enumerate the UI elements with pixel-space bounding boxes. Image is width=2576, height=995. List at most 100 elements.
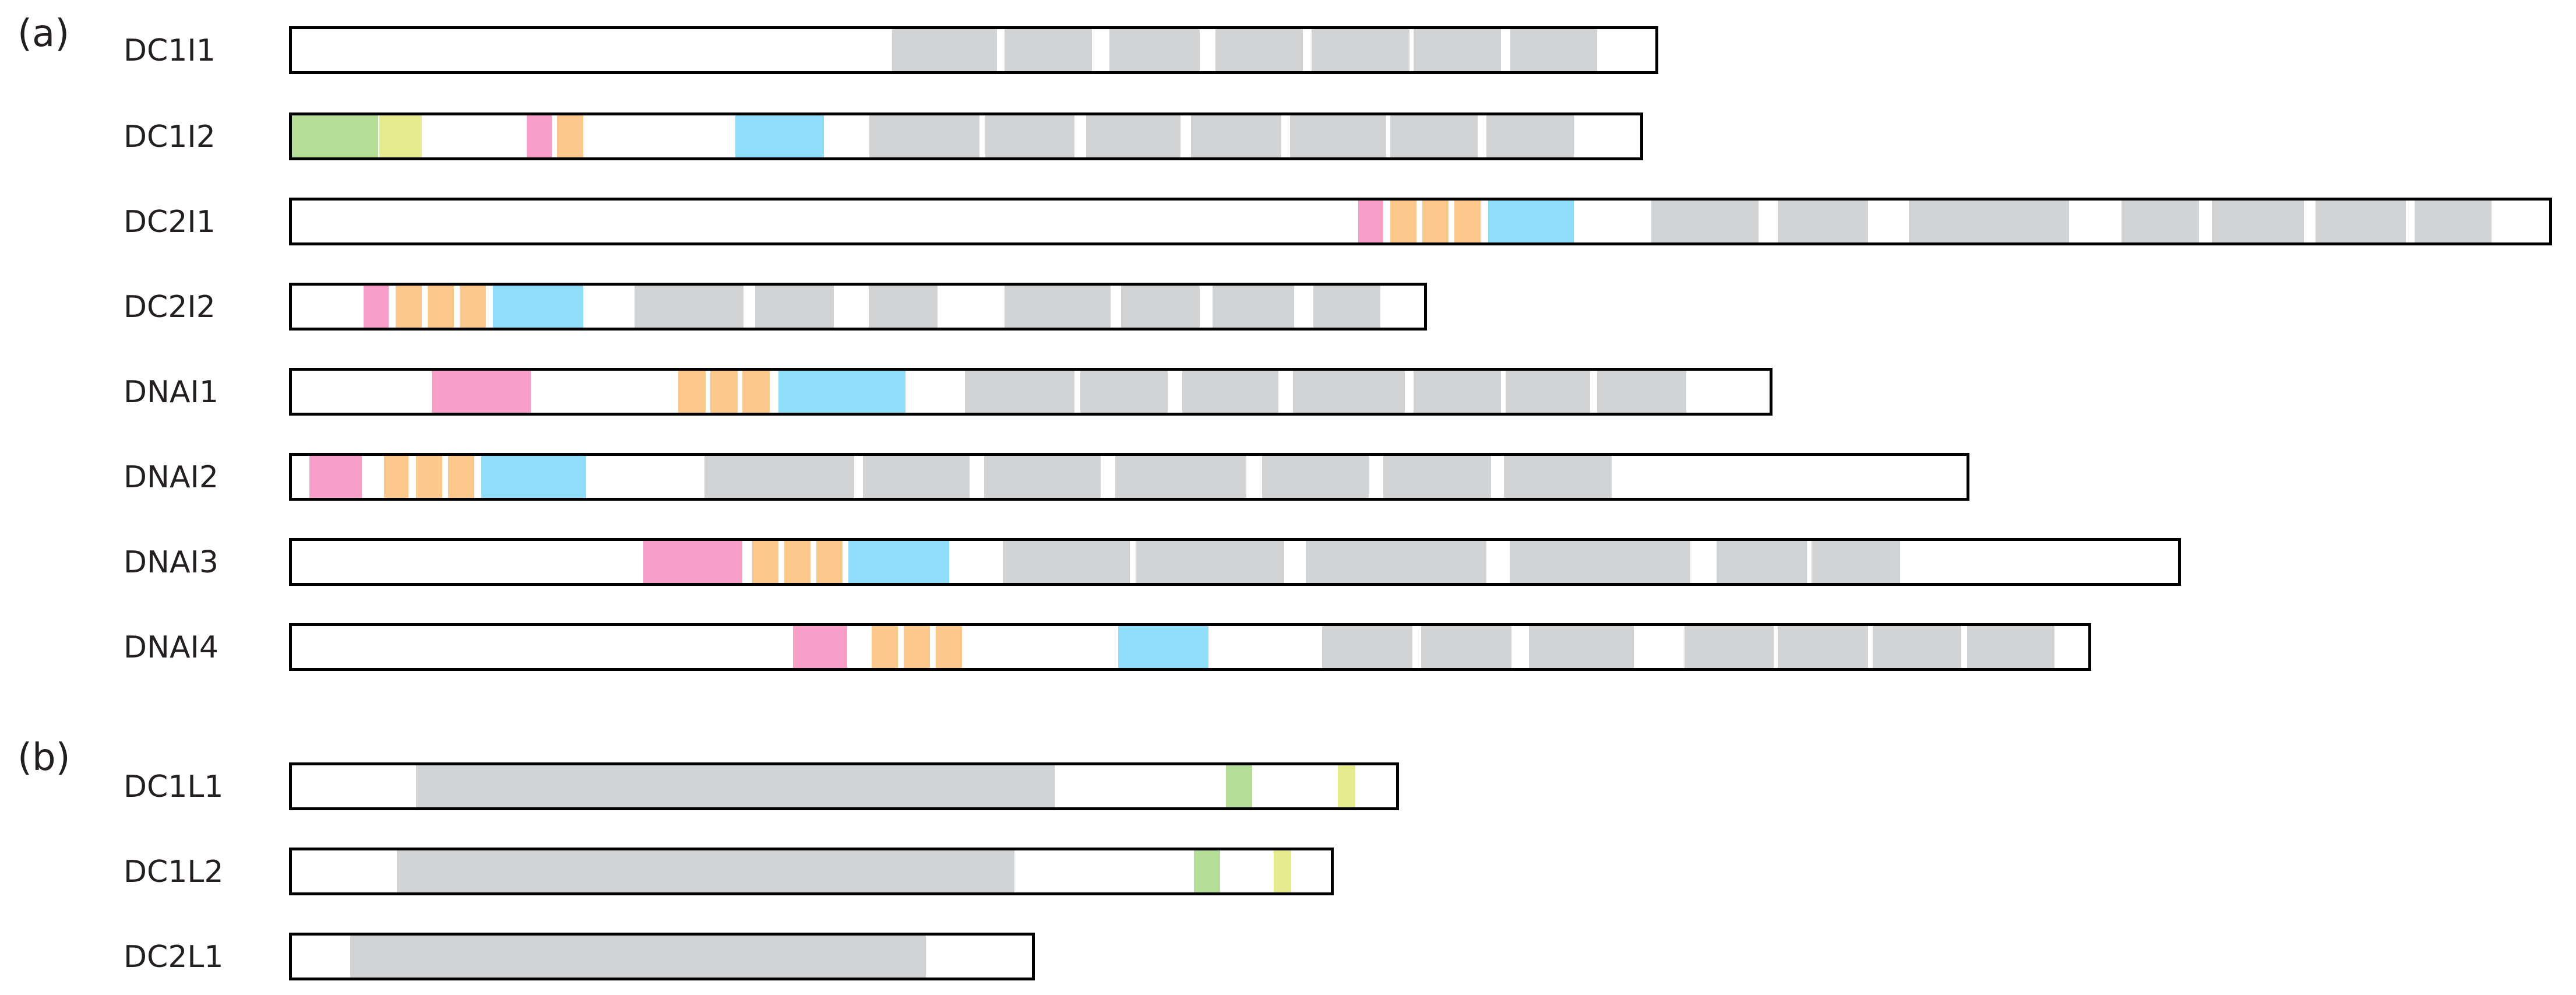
protein-label-dnai3: DNAI3 — [124, 545, 219, 580]
gray-block — [1136, 541, 1284, 583]
orange-block — [428, 286, 454, 328]
orange-block — [710, 371, 738, 413]
gray-block — [2122, 201, 2199, 242]
protein-label-dnai2: DNAI2 — [124, 460, 219, 495]
gray-block — [2212, 201, 2304, 242]
gray-block — [1967, 626, 2055, 668]
orange-block — [678, 371, 706, 413]
protein-track-dc1l1 — [289, 762, 1399, 810]
gray-block — [1909, 201, 2069, 242]
gray-block — [1080, 371, 1168, 413]
protein-label-dc1i2: DC1I2 — [124, 119, 216, 154]
gray-block — [1812, 541, 1900, 583]
pink-block — [1358, 201, 1383, 242]
cyan-block — [493, 286, 583, 328]
protein-track-dnai2 — [289, 453, 1969, 501]
gray-block — [1504, 456, 1612, 498]
protein-track-dnai4 — [289, 623, 2091, 671]
pink-block — [432, 371, 531, 413]
gray-block — [1717, 541, 1807, 583]
protein-label-dc1l1: DC1L1 — [124, 769, 224, 804]
gray-block — [965, 371, 1074, 413]
gray-block — [755, 286, 834, 328]
gray-block — [1510, 541, 1690, 583]
gray-block — [1510, 29, 1597, 71]
cyan-block — [1488, 201, 1574, 242]
gray-block — [1597, 371, 1686, 413]
protein-track-dnai3 — [289, 538, 2181, 586]
pink-block — [793, 626, 847, 668]
gray-block — [1290, 115, 1386, 157]
orange-block — [1454, 201, 1481, 242]
panel-label-b: (b) — [17, 736, 71, 779]
pink-block — [364, 286, 389, 328]
gray-block — [1486, 115, 1574, 157]
cyan-block — [1118, 626, 1208, 668]
orange-block — [1422, 201, 1449, 242]
gray-block — [1005, 286, 1111, 328]
protein-label-dc1l2: DC1L2 — [124, 855, 224, 889]
gray-block — [1086, 115, 1180, 157]
gray-block — [1506, 371, 1590, 413]
orange-block — [460, 286, 486, 328]
gray-block — [1313, 286, 1380, 328]
gray-block — [869, 286, 938, 328]
yellow-block — [1274, 850, 1291, 892]
gray-block — [1109, 29, 1200, 71]
gray-block — [1873, 626, 1961, 668]
gray-block — [984, 456, 1101, 498]
orange-block — [816, 541, 843, 583]
gray-block — [863, 456, 970, 498]
orange-block — [752, 541, 778, 583]
protein-label-dnai4: DNAI4 — [124, 630, 219, 665]
gray-block — [1005, 29, 1092, 71]
gray-block — [1651, 201, 1759, 242]
protein-label-dc2i1: DC2I1 — [124, 205, 216, 240]
orange-block — [904, 626, 930, 668]
yellow-block — [1338, 765, 1355, 807]
protein-track-dc1i1 — [289, 26, 1658, 74]
pink-block — [527, 115, 552, 157]
gray-block — [869, 115, 979, 157]
gray-block — [635, 286, 743, 328]
protein-label-dc1i1: DC1I1 — [124, 33, 216, 68]
orange-block — [936, 626, 962, 668]
gray-block — [1003, 541, 1130, 583]
gray-block — [1293, 371, 1405, 413]
protein-track-dnai1 — [289, 368, 1772, 416]
protein-track-dc2i1 — [289, 198, 2552, 245]
cyan-block — [735, 115, 824, 157]
gray-block — [397, 850, 1014, 892]
gray-block — [416, 765, 1055, 807]
gray-block — [1685, 626, 1774, 668]
protein-track-dc2l1 — [289, 933, 1035, 980]
gray-block — [704, 456, 854, 498]
pink-block — [309, 456, 362, 498]
orange-block — [1390, 201, 1416, 242]
orange-block — [872, 626, 898, 668]
orange-block — [384, 456, 408, 498]
orange-block — [396, 286, 422, 328]
gray-block — [892, 29, 997, 71]
gray-block — [1322, 626, 1412, 668]
gray-block — [1182, 371, 1278, 413]
protein-track-dc1l2 — [289, 848, 1334, 895]
gray-block — [1312, 29, 1409, 71]
green-block — [1226, 765, 1252, 807]
gray-block — [1191, 115, 1281, 157]
gray-block — [350, 936, 926, 978]
gray-block — [1390, 115, 1478, 157]
protein-track-dc2i2 — [289, 283, 1427, 331]
orange-block — [557, 115, 583, 157]
gray-block — [1529, 626, 1634, 668]
gray-block — [1213, 286, 1294, 328]
pink-block — [643, 541, 742, 583]
protein-label-dc2i2: DC2I2 — [124, 290, 216, 325]
yellow-block — [379, 115, 422, 157]
orange-block — [448, 456, 474, 498]
green-block — [1194, 850, 1220, 892]
gray-block — [1215, 29, 1303, 71]
gray-block — [1306, 541, 1486, 583]
green-block — [292, 115, 378, 157]
